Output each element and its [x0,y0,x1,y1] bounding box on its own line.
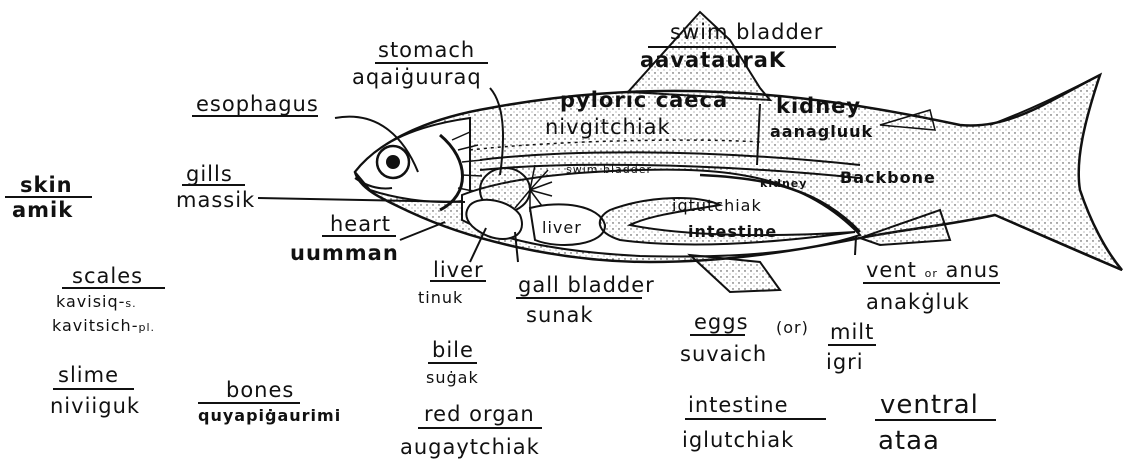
label-eggs: eggs [694,312,749,333]
label-scales-plural: kavitsich-pl. [52,318,155,334]
label-ventral: ventral [880,392,979,418]
label-intestine-inupiaq: iglutchiak [682,430,794,451]
label-red-organ: red organ [424,404,535,425]
label-stomach: stomach [378,40,475,61]
pelvic-fin [690,255,780,292]
label-bones-inupiaq: quyapiġaurimi [198,408,341,424]
label-liver: liver [433,260,484,281]
label-scales-plural-word: kavitsich- [52,316,138,335]
label-vent-word: vent [866,258,917,282]
label-slime-inupiaq: niviiguk [50,396,140,417]
label-bile-inupiaq: suġak [426,370,479,386]
label-vent-or: or [925,267,938,280]
label-scales: scales [72,266,143,287]
label-gills: gills [186,164,233,185]
label-swim-bladder-top-inupiaq: aavatauraK [640,50,786,71]
label-gall-bladder-inupiaq: sunak [526,305,594,326]
label-red-organ-inupiaq: augaytchiak [400,437,540,458]
label-vent-inupiaq: anakġluk [866,292,970,313]
label-stomach-inupiaq: aqaiġuuraq [352,67,482,88]
label-pyloric-caeca-inupiaq: nivgitchiak [545,117,671,138]
label-swim-bladder-top: swim bladder [670,22,823,43]
label-vent: vent or anus [866,260,1000,281]
label-vent-anus: anus [946,258,1000,282]
label-intestine-inner: intestine [688,224,777,240]
label-skin: skin [20,175,73,196]
label-or: (or) [776,320,809,336]
label-esophagus: esophagus [196,94,319,115]
label-pyloric-caeca: pyloric caeca [560,90,728,111]
label-iqtutchiak: iqtutchiak [672,198,762,214]
label-swim-bladder-inner: swim bladder [566,164,652,175]
label-bile: bile [432,340,474,361]
label-slime: slime [58,365,119,386]
label-scales-singular: kavisiq-s. [56,294,137,310]
label-liver-inner: liver [542,220,582,236]
label-milt-inupiaq: igri [826,352,864,373]
label-eggs-inupiaq: suvaich [680,344,767,365]
label-gall-bladder: gall bladder [518,275,655,296]
label-backbone: Backbone [840,170,936,186]
label-scales-singular-note: s. [125,297,136,310]
label-liver-inupiaq: tinuk [418,290,463,306]
label-intestine: intestine [688,395,789,416]
label-ventral-inupiaq: ataa [878,428,940,454]
label-scales-plural-note: pl. [138,321,155,334]
label-kidney-inner: kidney [760,178,807,189]
label-heart-inupiaq: uumman [290,243,399,264]
label-gills-inupiaq: massik [176,190,255,211]
label-kidney-top-inupiaq: aanagluuk [770,124,873,140]
label-bones: bones [226,380,294,401]
label-milt: milt [830,322,874,343]
label-kidney-top: kidney [776,96,861,117]
label-skin-inupiaq: amik [12,200,73,221]
label-scales-singular-word: kavisiq- [56,292,125,311]
label-heart: heart [330,214,391,235]
